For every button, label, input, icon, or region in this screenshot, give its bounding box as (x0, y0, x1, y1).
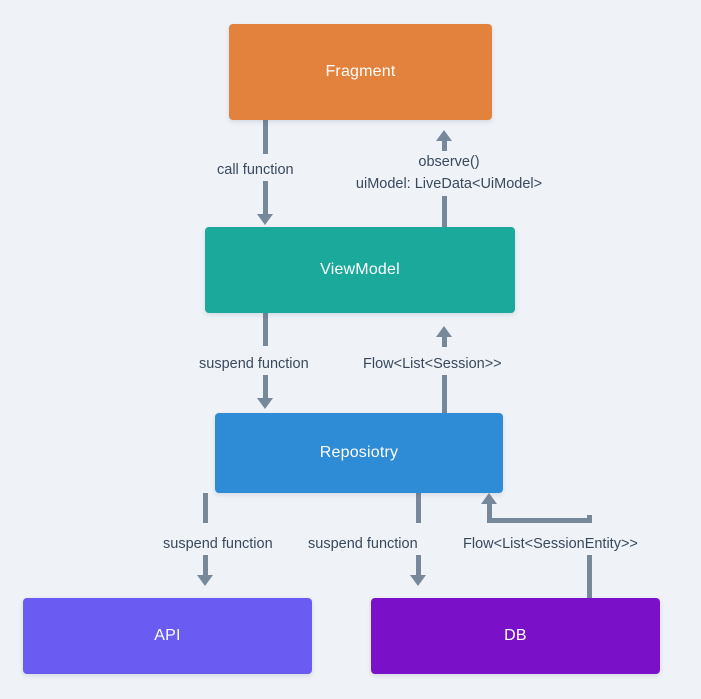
edge-label-suspend-function-api: suspend function (158, 534, 278, 555)
node-db[interactable]: DB (371, 598, 660, 674)
connector-fragment-to-viewmodel-upper (263, 120, 268, 154)
node-db-label: DB (504, 627, 527, 644)
edge-label-call-function: call function (212, 160, 299, 181)
node-viewmodel[interactable]: ViewModel (205, 227, 515, 313)
connector-viewmodel-to-repository-upper (263, 313, 268, 346)
arrowhead-db-to-repository-head (481, 493, 497, 504)
edge-label-suspend-function-db: suspend function (303, 534, 423, 555)
node-api-label: API (154, 627, 181, 644)
connector-repository-to-db-lower (416, 553, 421, 577)
connector-db-to-repository-horizontal (487, 518, 592, 523)
connector-repository-to-api-lower (203, 553, 208, 577)
arrowhead-repository-to-viewmodel (436, 326, 452, 337)
connector-db-to-repository-lower (587, 553, 592, 598)
edge-label-observe-line2: uiModel: LiveData<UiModel> (355, 176, 543, 192)
node-repository-label: Reposiotry (319, 444, 399, 461)
arrowhead-repository-to-db (410, 575, 426, 586)
connector-viewmodel-to-fragment-lower (442, 196, 447, 227)
connector-fragment-to-viewmodel-lower (263, 180, 268, 216)
arrowhead-viewmodel-to-repository (257, 398, 273, 409)
node-api[interactable]: API (23, 598, 312, 674)
node-viewmodel-label: ViewModel (320, 261, 400, 278)
node-fragment-label: Fragment (325, 63, 396, 80)
edge-label-suspend-function-viewmodel-repository: suspend function (194, 354, 314, 375)
connector-repository-to-viewmodel-lower (442, 373, 447, 413)
connector-repository-to-db-upper (416, 493, 421, 523)
edge-label-flow-list-session: Flow<List<Session>> (358, 354, 507, 375)
node-fragment[interactable]: Fragment (229, 24, 492, 120)
connector-viewmodel-to-repository-lower (263, 373, 268, 400)
arrowhead-viewmodel-to-fragment (436, 130, 452, 141)
connector-repository-to-viewmodel-upper (442, 337, 447, 347)
edge-label-flow-list-sessionentity: Flow<List<SessionEntity>> (458, 534, 643, 555)
arrowhead-repository-to-api (197, 575, 213, 586)
connector-db-to-repository-bend (487, 504, 492, 523)
edge-label-observe-line1: observe() (418, 154, 480, 170)
node-repository[interactable]: Reposiotry (215, 413, 503, 493)
connector-repository-to-api-upper (203, 493, 208, 523)
edge-label-observe-livedata: observe() uiModel: LiveData<UiModel> (330, 151, 568, 195)
arrowhead-fragment-to-viewmodel (257, 214, 273, 225)
